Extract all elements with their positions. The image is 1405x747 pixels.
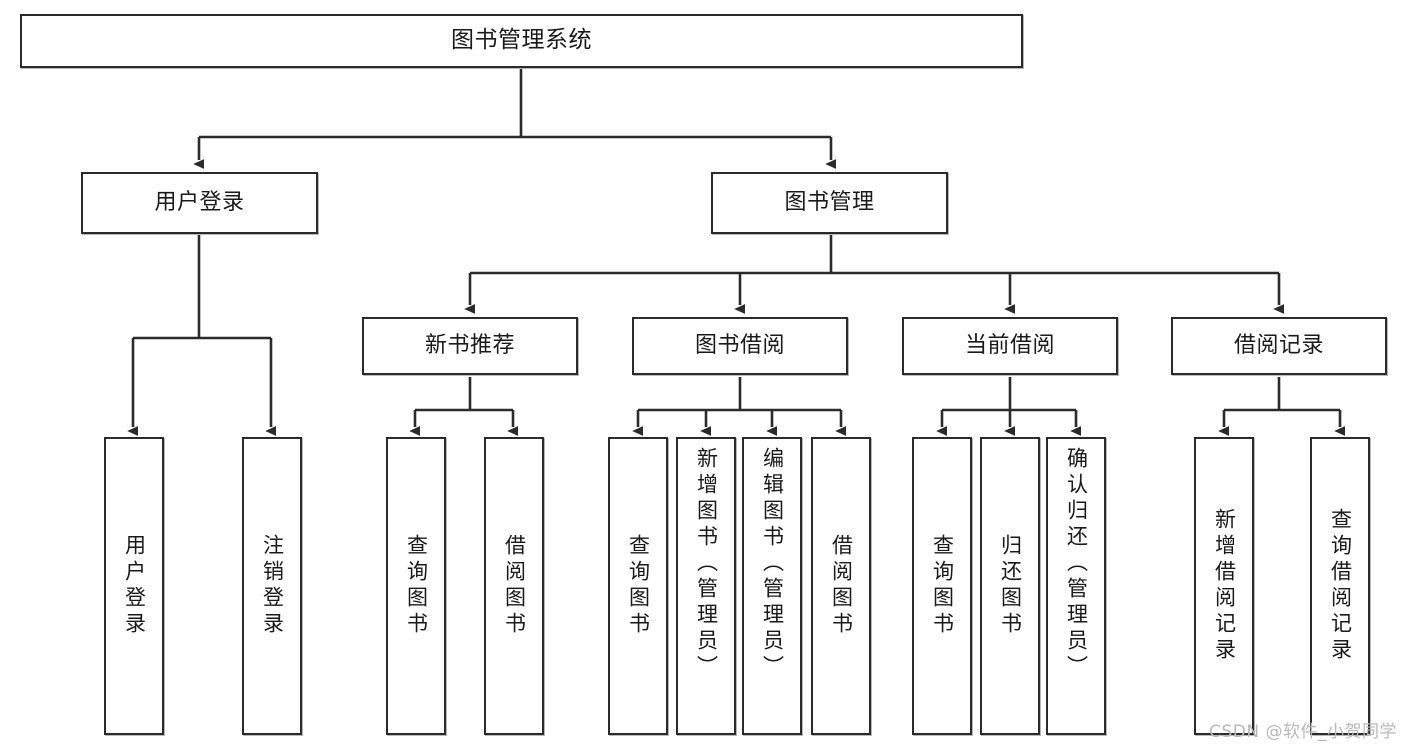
node-label: 借阅图书 [502, 534, 527, 638]
leaf-query-borrow-record[interactable]: 查询借阅记录 [1310, 437, 1370, 735]
node-root-book-management-system[interactable]: 图书管理系统 [20, 14, 1023, 68]
leaf-add-borrow-record[interactable]: 新增借阅记录 [1194, 437, 1254, 735]
leaf-logout-login[interactable]: 注销登录 [242, 437, 302, 735]
leaf-query-book-current[interactable]: 查询图书 [912, 437, 972, 735]
node-label: 查询图书 [404, 534, 429, 638]
node-label: 用户登录 [154, 189, 245, 215]
node-label: 借阅图书 [829, 534, 854, 638]
node-label: 查询图书 [930, 534, 955, 638]
node-label: 当前借阅 [964, 332, 1055, 358]
node-label: 归还图书 [998, 534, 1023, 638]
node-current-borrow[interactable]: 当前借阅 [902, 317, 1118, 375]
node-user-login[interactable]: 用户登录 [81, 172, 318, 234]
node-label: 查询借阅记录 [1328, 508, 1353, 664]
node-label: 图书管理 [784, 189, 875, 215]
node-label: 新增借阅记录 [1212, 508, 1237, 664]
node-book-management[interactable]: 图书管理 [711, 172, 948, 234]
csdn-watermark: CSDN @软件_小贺同学 [1209, 722, 1397, 742]
node-label: 借阅记录 [1233, 332, 1324, 358]
leaf-borrow-book-recommend[interactable]: 借阅图书 [484, 437, 544, 735]
node-label: 新增图书（管理员） [694, 447, 719, 681]
leaf-query-book-borrow[interactable]: 查询图书 [608, 437, 668, 735]
leaf-confirm-return-admin[interactable]: 确认归还（管理员） [1046, 437, 1106, 735]
leaf-return-book[interactable]: 归还图书 [980, 437, 1040, 735]
node-label: 查询图书 [626, 534, 651, 638]
node-label: 确认归还（管理员） [1064, 447, 1089, 681]
node-book-borrow[interactable]: 图书借阅 [632, 317, 848, 375]
node-new-book-recommend[interactable]: 新书推荐 [362, 317, 578, 375]
leaf-borrow-book[interactable]: 借阅图书 [811, 437, 871, 735]
node-label: 图书借阅 [694, 332, 785, 358]
leaf-edit-book-admin[interactable]: 编辑图书（管理员） [742, 437, 802, 735]
leaf-query-book-recommend[interactable]: 查询图书 [386, 437, 446, 735]
leaf-add-book-admin[interactable]: 新增图书（管理员） [676, 437, 736, 735]
leaf-user-login[interactable]: 用户登录 [104, 437, 164, 735]
node-label: 用户登录 [122, 534, 147, 638]
node-borrow-record[interactable]: 借阅记录 [1171, 317, 1387, 375]
node-label: 图书管理系统 [451, 27, 592, 54]
node-label: 编辑图书（管理员） [760, 447, 785, 681]
node-label: 注销登录 [260, 534, 285, 638]
node-label: 新书推荐 [424, 332, 515, 358]
